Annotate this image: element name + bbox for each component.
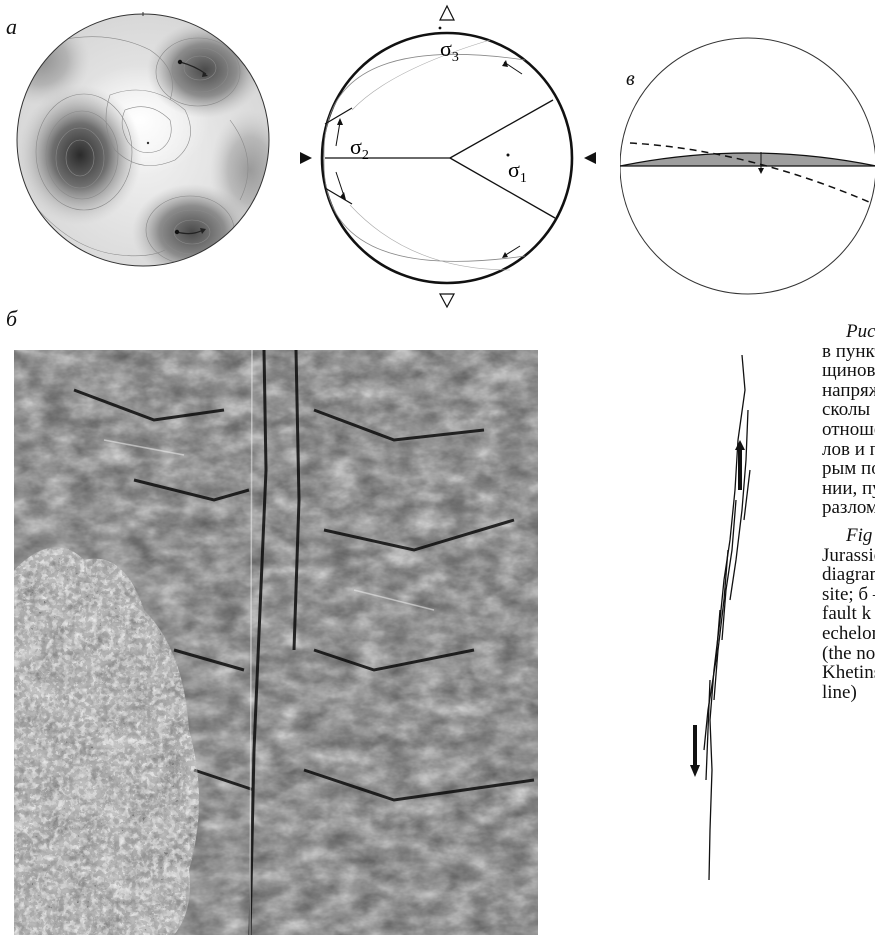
caption-en-head: Fig bbox=[846, 526, 875, 546]
caption-en-line: Jurassic bbox=[822, 546, 875, 566]
caption-en-line: fault k bbox=[822, 604, 875, 624]
triangle-top-icon bbox=[440, 6, 454, 20]
fault-trace-sketch bbox=[680, 350, 770, 890]
caption-en-line: diagram bbox=[822, 565, 875, 585]
caption-ru-line: сколы с bbox=[822, 400, 875, 420]
caption-en-line: Khetins bbox=[822, 663, 875, 683]
arrow-down-icon bbox=[690, 725, 700, 777]
caption-ru-line: отноше bbox=[822, 420, 875, 440]
caption-en-line: site; б – bbox=[822, 585, 875, 605]
outcrop-photo bbox=[14, 350, 538, 935]
stress-diagram: σ3 σ2 σ1 bbox=[290, 0, 620, 310]
fault-plane-diagram bbox=[620, 0, 875, 300]
caption-ru-line: нии, пу bbox=[822, 479, 875, 499]
caption-ru-head: Рис bbox=[846, 322, 875, 342]
arrow-right-icon bbox=[584, 152, 596, 164]
caption-ru-line: разлом bbox=[822, 498, 875, 518]
contour-diagram bbox=[0, 0, 290, 300]
panel-label-b: б bbox=[6, 306, 17, 332]
caption-ru: Рис в пункт щинова напряж сколы с отноше… bbox=[822, 322, 875, 518]
caption-en-line: echelon bbox=[822, 624, 875, 644]
caption-en: Fig Jurassic diagram site; б – fault k e… bbox=[822, 526, 875, 702]
arrow-left-icon bbox=[300, 152, 312, 164]
caption-en-line: (the no bbox=[822, 644, 875, 664]
caption-ru-line: лов и п bbox=[822, 440, 875, 460]
caption-en-line: line) bbox=[822, 683, 875, 703]
caption-ru-line: щинова bbox=[822, 361, 875, 381]
caption-ru-line: рым по bbox=[822, 459, 875, 479]
caption-ru-line: в пункт bbox=[822, 342, 875, 362]
triangle-bottom-icon bbox=[440, 294, 454, 307]
caption-ru-line: напряж bbox=[822, 381, 875, 401]
